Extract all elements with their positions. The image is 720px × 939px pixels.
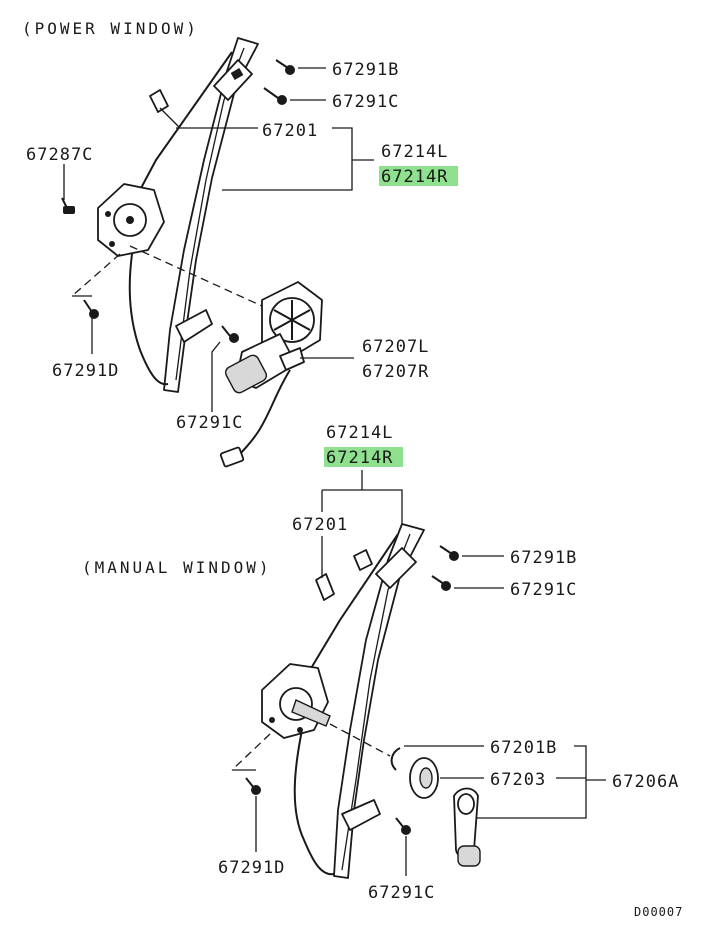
label-manual-67291C-bottom: 67291C <box>368 883 435 903</box>
label-67214L: 67214L <box>381 142 448 162</box>
manual-window-assembly <box>231 523 481 879</box>
label-manual-67291C: 67291C <box>510 580 577 600</box>
power-bolt-67291C-top[interactable] <box>263 87 287 105</box>
power-bolt-67291C-bottom[interactable] <box>221 325 239 343</box>
power-window-motor[interactable] <box>224 281 323 395</box>
power-motor-connector[interactable] <box>219 446 245 468</box>
highlight-67214R-power <box>379 166 458 186</box>
power-motor-wire <box>235 369 291 459</box>
manual-cable-lower <box>293 729 335 876</box>
manual-clip-67201[interactable] <box>315 573 335 601</box>
manual-lower-bracket[interactable] <box>341 799 381 831</box>
label-67214R[interactable]: 67214R <box>381 167 448 187</box>
manual-bolt-67291D[interactable] <box>245 777 261 795</box>
label-manual-67291D: 67291D <box>218 858 285 878</box>
power-cable-upper <box>139 51 233 191</box>
manual-crank-shaft[interactable] <box>291 699 331 727</box>
label-67201: 67201 <box>262 121 318 141</box>
label-67287C: 67287C <box>26 145 93 165</box>
label-manual-67291B: 67291B <box>510 548 577 568</box>
highlight-67214R-manual <box>324 447 403 467</box>
manual-top-carrier[interactable] <box>375 547 417 589</box>
document-id: D00007 <box>634 905 683 919</box>
label-manual-67201B: 67201B <box>490 738 557 758</box>
power-window-title: (POWER WINDOW) <box>22 19 199 38</box>
label-67291C: 67291C <box>332 92 399 112</box>
power-clip-67201[interactable] <box>149 89 169 113</box>
manual-washer-67203[interactable] <box>409 757 439 799</box>
manual-cable-upper <box>309 533 399 671</box>
label-manual-67201: 67201 <box>292 515 348 535</box>
label-67291D: 67291D <box>52 361 119 381</box>
manual-clip-67201B[interactable] <box>390 747 401 771</box>
label-manual-67214L: 67214L <box>326 423 393 443</box>
manual-bolt-67291C-bottom[interactable] <box>395 817 411 835</box>
label-manual-67206A: 67206A <box>612 772 679 792</box>
label-67291C-bottom: 67291C <box>176 413 243 433</box>
power-bolt-67291D[interactable] <box>83 299 99 319</box>
label-67291B: 67291B <box>332 60 399 80</box>
power-regulator-rail[interactable] <box>163 37 259 393</box>
power-cable-lower <box>128 229 169 386</box>
power-bolt-67291B[interactable] <box>275 59 295 75</box>
power-bolt-67287C[interactable] <box>61 197 75 214</box>
label-manual-67214R[interactable]: 67214R <box>326 448 393 468</box>
manual-bolt-67291C-top[interactable] <box>431 575 451 591</box>
manual-window-title: (MANUAL WINDOW) <box>82 558 272 577</box>
power-top-carrier[interactable] <box>213 59 253 101</box>
label-manual-67203: 67203 <box>490 770 546 790</box>
power-window-assembly <box>61 37 323 468</box>
label-67207L: 67207L <box>362 337 429 357</box>
label-67207R: 67207R <box>362 362 429 382</box>
power-lower-bracket[interactable] <box>175 309 213 343</box>
manual-window-handle[interactable] <box>453 787 481 867</box>
manual-bolt-67291B[interactable] <box>439 545 459 561</box>
